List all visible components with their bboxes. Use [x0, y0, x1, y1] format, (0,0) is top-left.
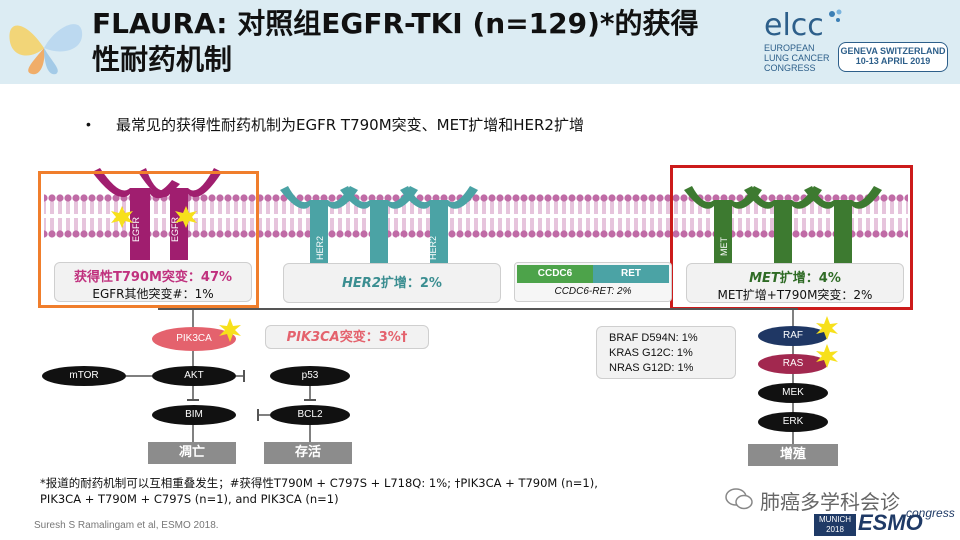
membrane-diagram: EGFR EGFR HER2 HER2 HER2 HER2 MET MET ME… — [44, 168, 908, 266]
pik3ca-node: PIK3CA — [152, 327, 236, 351]
erk-node: ERK — [758, 412, 828, 432]
met-receptor — [684, 186, 882, 266]
her2-receptor — [280, 186, 478, 266]
wechat-icon — [725, 488, 753, 510]
ras-node: RAS — [758, 354, 828, 374]
right-pathway-arrows — [792, 309, 794, 444]
svg-text:MET: MET — [811, 237, 821, 257]
raf-node: RAF — [758, 326, 828, 346]
svg-text:HER2: HER2 — [315, 236, 325, 260]
summary-bullet: 最常见的获得性耐药机制为EGFR T790M突变、MET扩增和HER2扩增 — [116, 116, 584, 134]
nras-mutation: NRAS G12D: 1% — [609, 362, 694, 374]
ccdc6-segment: CCDC6 — [517, 265, 593, 283]
proliferation-outcome: 增殖 — [748, 444, 838, 466]
mutation-star-icon — [816, 344, 838, 368]
esmo-logo: ESMO — [858, 510, 923, 535]
mutation-star-icon — [111, 206, 133, 228]
her2-amplification-box: HER2扩增：2% — [283, 263, 501, 303]
conference-logo: elcc — [764, 8, 824, 43]
butterfly-logo — [9, 24, 83, 75]
svg-text:HER2: HER2 — [428, 236, 438, 260]
akt-node: AKT — [152, 366, 236, 386]
bullet-marker: • — [86, 116, 91, 132]
ras-mutations-box: BRAF D594N: 1% KRAS G12C: 1% NRAS G12D: … — [596, 326, 736, 379]
conference-venue-box: GENEVA SWITZERLAND 10-13 APRIL 2019 — [838, 42, 948, 72]
mutation-star-icon — [816, 316, 838, 340]
p53-node: p53 — [270, 366, 350, 386]
svg-text:HER2: HER2 — [343, 236, 353, 260]
met-t790m-combo: MET扩增+T790M突变：2% — [717, 288, 873, 302]
egfr-highlight-box — [38, 171, 259, 308]
egfr-t790m-label: 获得性T790M突变：47% — [73, 270, 233, 285]
ccdc6-ret-rate: CCDC6-RET: 2% — [554, 286, 632, 297]
met-amplification-box: MET扩增：4% MET扩增+T790M突变：2% — [686, 263, 904, 303]
source-citation: Suresh S Ramalingam et al, ESMO 2018. — [34, 520, 219, 531]
pik3ca-mutation-box: PIK3CA突变：3%† — [265, 325, 429, 349]
svg-text:MET: MET — [855, 237, 865, 257]
title-line-1: FLAURA: 对照组EGFR-TKI (n=129)*的获得 — [92, 7, 699, 40]
watermark-text: 肺癌多学科会诊 — [760, 490, 900, 514]
survival-outcome: 存活 — [264, 442, 352, 464]
footnote: *报道的耐药机制可以互相重叠发生；#获得性T790M + C797S + L71… — [40, 475, 690, 507]
egfr-other-label: EGFR其他突变#：1% — [92, 287, 214, 301]
egfr-receptor-label-1: EGFR — [131, 216, 141, 242]
svg-text:MET: MET — [766, 237, 776, 257]
conference-logo-icon — [829, 9, 842, 22]
title-line-2: 性耐药机制 — [92, 43, 233, 76]
esmo-congress-text: congress — [906, 506, 955, 520]
bcl2-node: BCL2 — [270, 405, 350, 425]
left-pathway-arrows — [126, 309, 316, 442]
mek-node: MEK — [758, 383, 828, 403]
kras-mutation: KRAS G12C: 1% — [609, 347, 693, 359]
title-bar — [0, 0, 960, 84]
bim-node: BIM — [152, 405, 236, 425]
footnote-line-1: *报道的耐药机制可以互相重叠发生；#获得性T790M + C797S + L71… — [40, 476, 598, 490]
conference-name: EUROPEAN LUNG CANCER CONGRESS — [764, 43, 830, 73]
ccdc6-ret-fusion-box: CCDC6 RET CCDC6-RET: 2% — [514, 262, 672, 302]
egfr-resistance-box: 获得性T790M突变：47% EGFR其他突变#：1% — [54, 262, 252, 302]
svg-text:MET: MET — [719, 237, 729, 257]
apoptosis-outcome: 凋亡 — [148, 442, 236, 464]
mutation-star-icon — [175, 206, 197, 228]
mutation-star-icon — [219, 318, 241, 342]
page-title: FLAURA: 对照组EGFR-TKI (n=129)*的获得 性耐药机制 — [92, 6, 742, 78]
svg-text:HER2: HER2 — [395, 236, 405, 260]
braf-mutation: BRAF D594N: 1% — [609, 332, 698, 344]
ret-segment: RET — [593, 265, 669, 283]
pathway-connector — [158, 308, 798, 310]
mtor-node: mTOR — [42, 366, 126, 386]
footnote-line-2: PIK3CA + T790M + C797S (n=1), and PIK3CA… — [40, 492, 339, 506]
egfr-receptor-label-2: EGFR — [170, 216, 180, 242]
